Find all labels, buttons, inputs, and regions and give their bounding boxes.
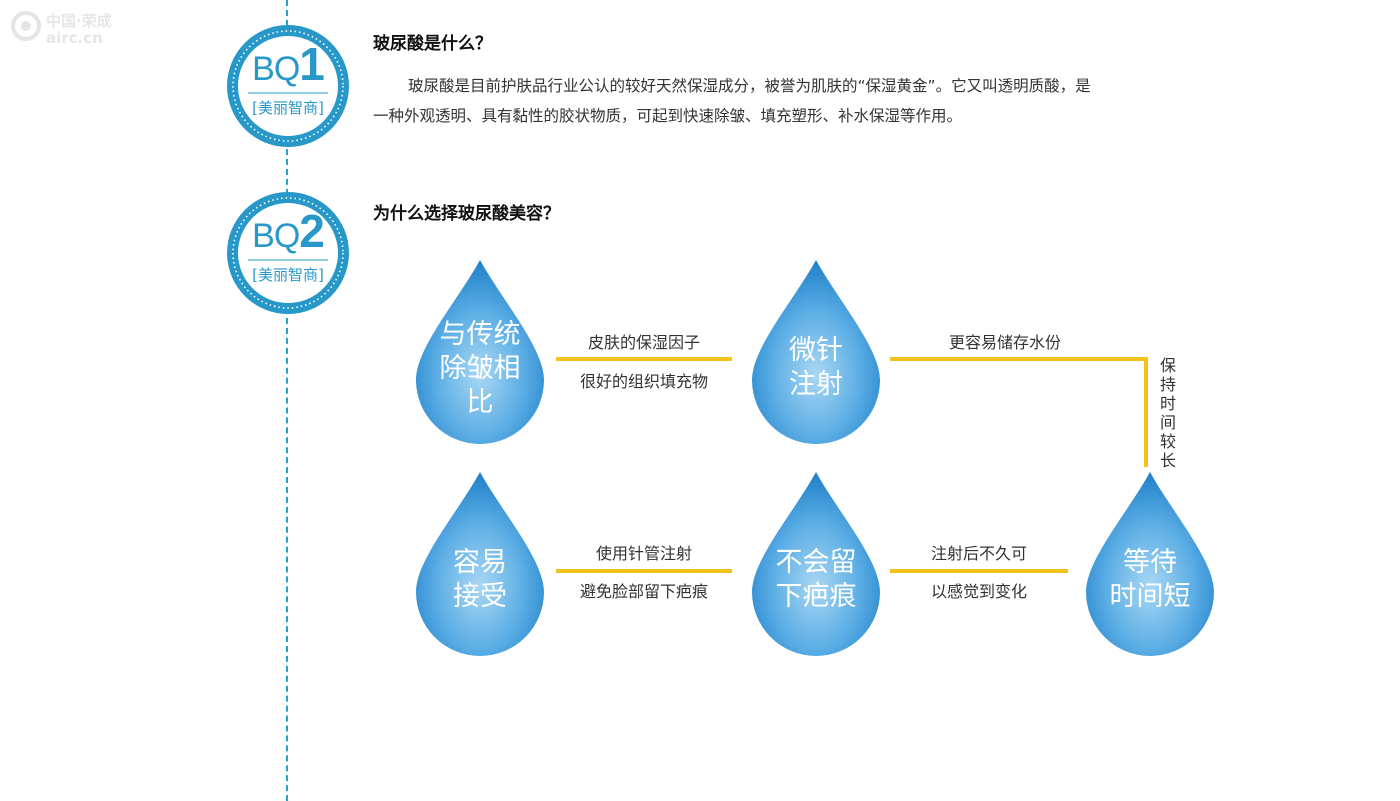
bq1-badge: BQ1 [美丽智商] — [224, 22, 352, 150]
drop-traditional-text: 与传统除皱相比 — [439, 319, 521, 418]
drop-short-wait-text: 等待时间短 — [1109, 547, 1191, 612]
drop-easy-accept: 容易接受 — [410, 468, 550, 658]
drop-no-scar: 不会留下疤痕 — [746, 468, 886, 658]
intro-paragraph: 玻尿酸是目前护肤品行业公认的较好天然保湿成分，被誉为肌肤的“保湿黄金”。它又叫透… — [373, 71, 1203, 131]
connector-2-line — [890, 357, 1147, 361]
section1-title: 玻尿酸是什么？ — [373, 34, 492, 54]
drop-microneedle-text: 微针注射 — [789, 335, 843, 400]
connector-5-below: 避免脸部留下疤痕 — [579, 582, 708, 601]
connector-1-above: 皮肤的保湿因子 — [587, 333, 700, 352]
connector-5-above: 使用针管注射 — [595, 544, 692, 563]
svg-text:中国·荣成: 中国·荣成 — [46, 12, 112, 30]
connector-4-below: 以感觉到变化 — [930, 582, 1027, 601]
connector-4-above: 注射后不久可 — [930, 544, 1027, 563]
connector-2-above: 更容易储存水份 — [948, 333, 1061, 352]
bq2-brand: [美丽智商] — [252, 266, 324, 284]
drop-no-scar-text: 不会留下疤痕 — [775, 547, 857, 612]
svg-text:airc.cn: airc.cn — [46, 29, 103, 46]
connector-4-line — [890, 569, 1068, 573]
bq2-label: BQ2 — [252, 205, 325, 257]
connector-1-below: 很好的组织填充物 — [579, 372, 708, 391]
drop-microneedle: 微针注射 — [746, 256, 886, 446]
timeline-line — [286, 0, 288, 801]
watermark-logo: 中国·荣成 airc.cn — [6, 6, 146, 47]
connector-1-line — [556, 357, 732, 361]
intro-line-2: 一种外观透明、具有黏性的胶状物质，可起到快速除皱、填充塑形、补水保湿等作用。 — [373, 107, 963, 125]
bq2-badge: BQ2 [美丽智商] — [224, 189, 352, 317]
section2-title: 为什么选择玻尿酸美容？ — [373, 204, 560, 224]
connector-3-vertical: 保持时间较长 — [1159, 356, 1176, 470]
intro-line-1: 玻尿酸是目前护肤品行业公认的较好天然保湿成分，被誉为肌肤的“保湿黄金”。它又叫透… — [408, 77, 1091, 95]
drop-short-wait: 等待时间短 — [1080, 468, 1220, 658]
bq1-brand: [美丽智商] — [252, 99, 324, 117]
drop-easy-accept-text: 容易接受 — [453, 547, 507, 612]
bq1-label: BQ1 — [252, 38, 325, 90]
drop-traditional: 与传统除皱相比 — [410, 256, 550, 446]
connector-5-line — [556, 569, 732, 573]
connector-3-line — [1144, 357, 1148, 467]
